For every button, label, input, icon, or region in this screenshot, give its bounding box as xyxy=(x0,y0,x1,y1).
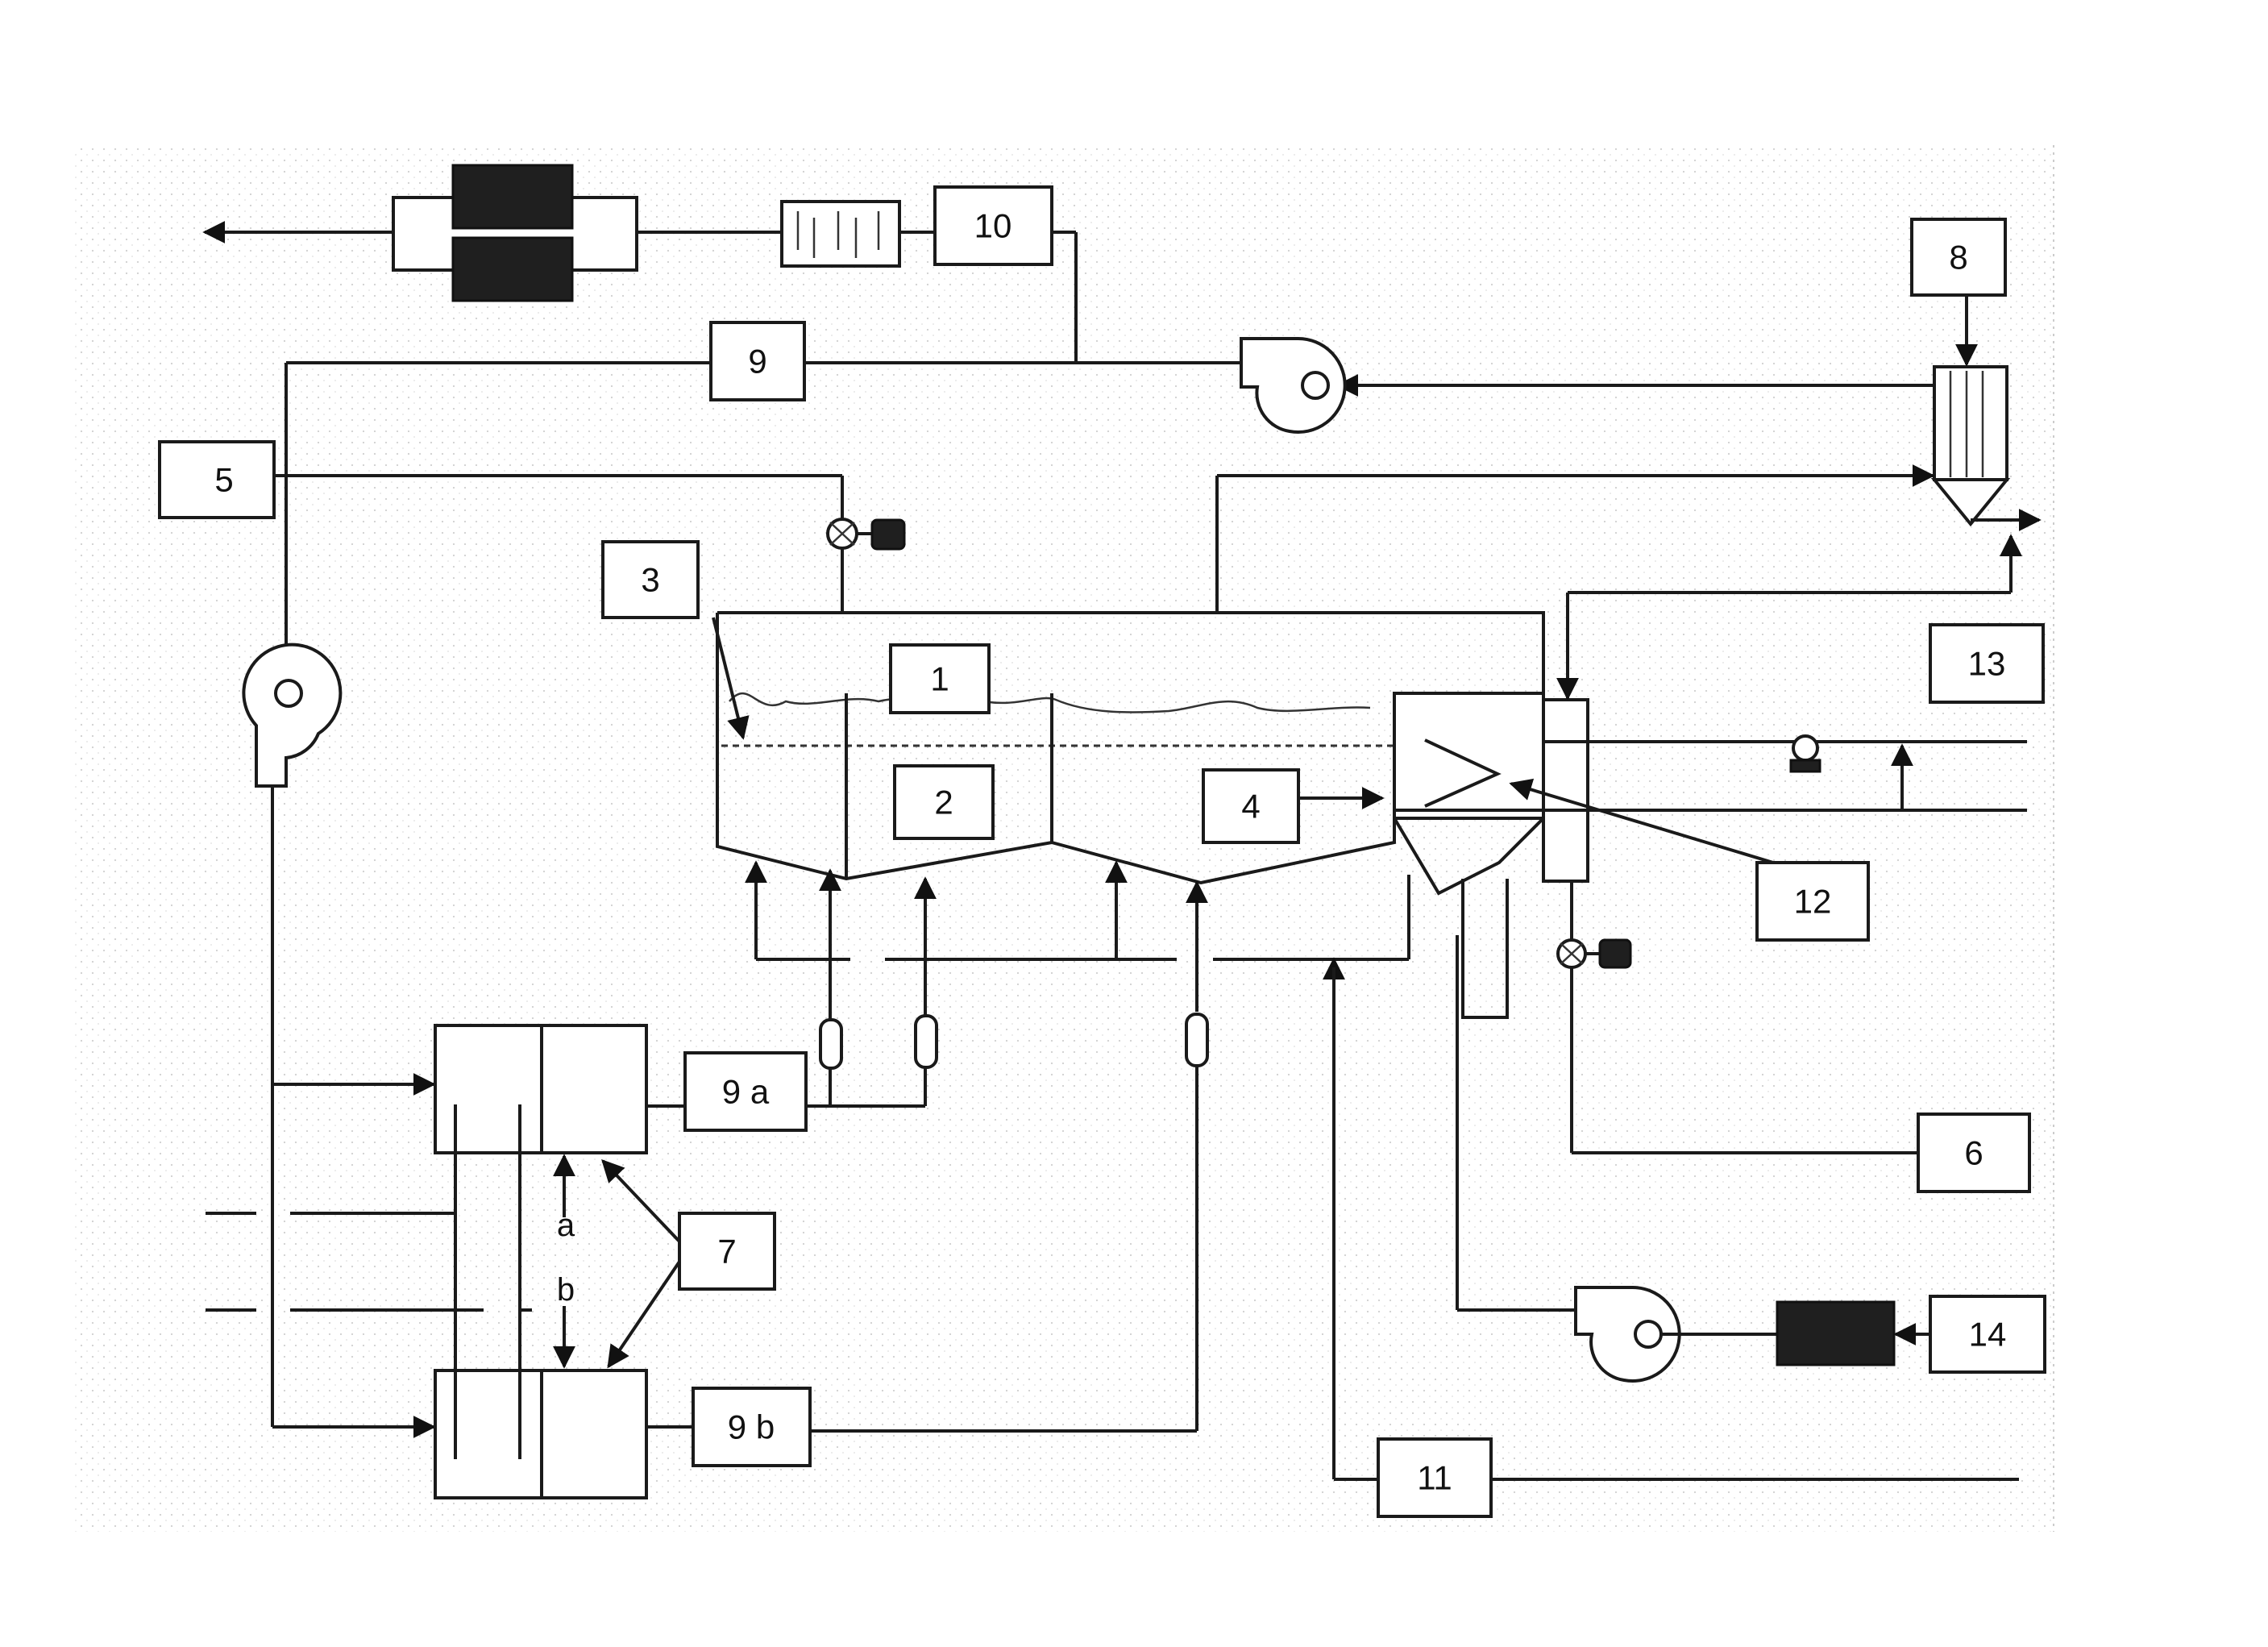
label-9b: 9 b xyxy=(728,1408,775,1446)
pump-icon xyxy=(1791,736,1820,772)
tank-9b xyxy=(435,1370,646,1498)
label-10: 10 xyxy=(974,207,1012,245)
label-2: 2 xyxy=(934,784,953,821)
tank-9a xyxy=(435,1025,646,1153)
label-a: a xyxy=(557,1208,575,1243)
activated-carbon-filter-icon xyxy=(1777,1302,1894,1365)
label-14: 14 xyxy=(1969,1316,2007,1354)
background-dot-texture xyxy=(73,145,2055,1532)
label-13: 13 xyxy=(1968,645,2006,683)
label-4: 4 xyxy=(1241,788,1260,826)
label-11: 11 xyxy=(1417,1459,1452,1497)
label-b: b xyxy=(557,1272,575,1308)
label-9: 9 xyxy=(748,343,766,381)
label-8: 8 xyxy=(1949,239,1967,277)
label-7: 7 xyxy=(717,1233,736,1271)
silencer-icon xyxy=(782,202,899,266)
label-12: 12 xyxy=(1794,883,1832,921)
label-1: 1 xyxy=(930,660,949,698)
label-5: 5 xyxy=(214,461,233,499)
label-6: 6 xyxy=(1964,1134,1983,1172)
label-3: 3 xyxy=(641,561,659,599)
label-9a: 9 a xyxy=(722,1073,770,1111)
